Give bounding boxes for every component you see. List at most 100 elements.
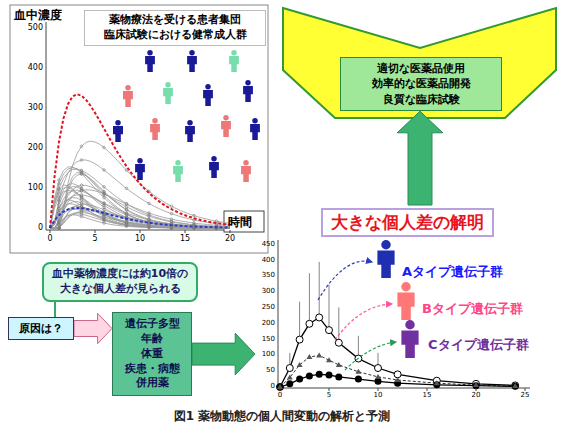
person-body — [150, 124, 160, 140]
person-body — [185, 126, 195, 142]
axis-title: 血中濃度 — [14, 7, 62, 24]
tick — [525, 388, 526, 391]
tick-label: 450 — [262, 240, 275, 248]
tick-label: 300 — [262, 287, 275, 295]
data-point — [148, 202, 151, 205]
tick-label: 400 — [28, 63, 43, 72]
person-head — [381, 240, 391, 250]
filled-marker — [277, 384, 284, 391]
individual-curve — [50, 188, 230, 229]
filled-marker — [286, 380, 293, 387]
data-point — [193, 214, 196, 217]
data-point — [80, 184, 83, 187]
tick — [378, 388, 379, 391]
open-marker — [306, 320, 313, 327]
y-axis — [278, 240, 279, 388]
person-body — [377, 250, 394, 278]
question-box: 原因は？ — [8, 317, 74, 340]
person-body — [250, 124, 260, 140]
axis-label-box — [224, 211, 264, 232]
person-body — [401, 330, 418, 358]
group-label: Bタイプ遺伝子群 — [422, 300, 523, 318]
person-head — [243, 160, 249, 166]
population-box: 薬物療法を受ける患者集団 臨床試験における健常成人群 — [84, 10, 266, 46]
observation-box: 血中薬物濃度には約10倍の 大きな個人差が見られる — [42, 262, 198, 302]
person-head — [125, 85, 131, 91]
data-point — [125, 209, 128, 212]
filled-marker — [316, 371, 323, 378]
tick-label: 20 — [225, 234, 235, 243]
tick-label: 15 — [423, 391, 432, 399]
curve-a — [280, 318, 515, 388]
data-point — [125, 202, 128, 205]
person-body — [135, 164, 145, 180]
individual-curve — [50, 187, 230, 229]
individual-curve — [50, 185, 230, 228]
individual-curve — [50, 204, 230, 228]
node-text: 原因は？ — [11, 321, 71, 336]
person-head — [165, 82, 171, 88]
node-text: 大きな個人差の解明 — [321, 208, 494, 237]
data-point — [125, 223, 128, 226]
tick — [140, 230, 141, 233]
leader-line — [345, 342, 396, 370]
person-head — [115, 120, 121, 126]
tick — [427, 388, 428, 391]
data-point — [80, 202, 83, 205]
individual-curve — [50, 173, 230, 228]
person-body — [113, 126, 123, 142]
data-point — [125, 205, 128, 208]
x-axis — [278, 388, 530, 389]
tick-label: 100 — [28, 183, 43, 192]
data-point — [170, 212, 173, 215]
data-point — [148, 214, 151, 217]
factor-box: 遺伝子多型 年齢 体重 疾患・病態 併用薬 — [112, 312, 192, 396]
curve-c — [280, 355, 515, 387]
open-marker — [335, 339, 342, 346]
individual-curve — [50, 190, 230, 228]
person-body — [221, 121, 231, 137]
triangle-marker — [375, 374, 381, 379]
node-text: 遺伝子多型 年齢 体重 疾患・病態 併用薬 — [116, 317, 188, 391]
person-head — [205, 84, 211, 90]
tick-label: 400 — [262, 256, 275, 264]
data-point — [80, 173, 83, 176]
tick-label: 100 — [262, 350, 275, 358]
data-point — [80, 194, 83, 197]
triangle-marker — [395, 377, 401, 382]
filled-marker — [355, 376, 362, 383]
upper-bound-curve — [50, 94, 230, 228]
filled-marker — [326, 371, 333, 378]
person-head — [152, 118, 158, 124]
person-body — [173, 166, 183, 182]
person-body — [229, 56, 239, 72]
tick-label: 0 — [38, 223, 43, 232]
data-point — [80, 169, 83, 172]
tick-label: 0 — [47, 234, 52, 243]
individual-curve — [50, 190, 230, 228]
tick-label: 0 — [278, 391, 282, 399]
data-point — [80, 145, 83, 148]
x-axis — [46, 230, 240, 231]
tick — [50, 230, 51, 233]
concentration-curves — [50, 94, 230, 233]
data-point — [103, 222, 106, 225]
data-point — [103, 194, 106, 197]
data-point — [125, 212, 128, 215]
tick-label: 500 — [28, 23, 43, 32]
triangle-marker — [473, 382, 479, 387]
goal-banner — [283, 8, 556, 118]
leader-line — [318, 261, 372, 300]
tick-label: 250 — [262, 303, 275, 311]
triangle-marker — [336, 362, 342, 367]
y-axis — [46, 22, 47, 230]
chart-panel — [10, 5, 268, 253]
person-head — [401, 282, 411, 292]
tick — [185, 230, 186, 233]
data-point — [58, 183, 61, 186]
tick-label: 25 — [521, 391, 530, 399]
data-point — [103, 196, 106, 199]
triangle-marker — [316, 352, 322, 357]
open-marker — [316, 314, 323, 321]
data-point — [80, 211, 83, 214]
